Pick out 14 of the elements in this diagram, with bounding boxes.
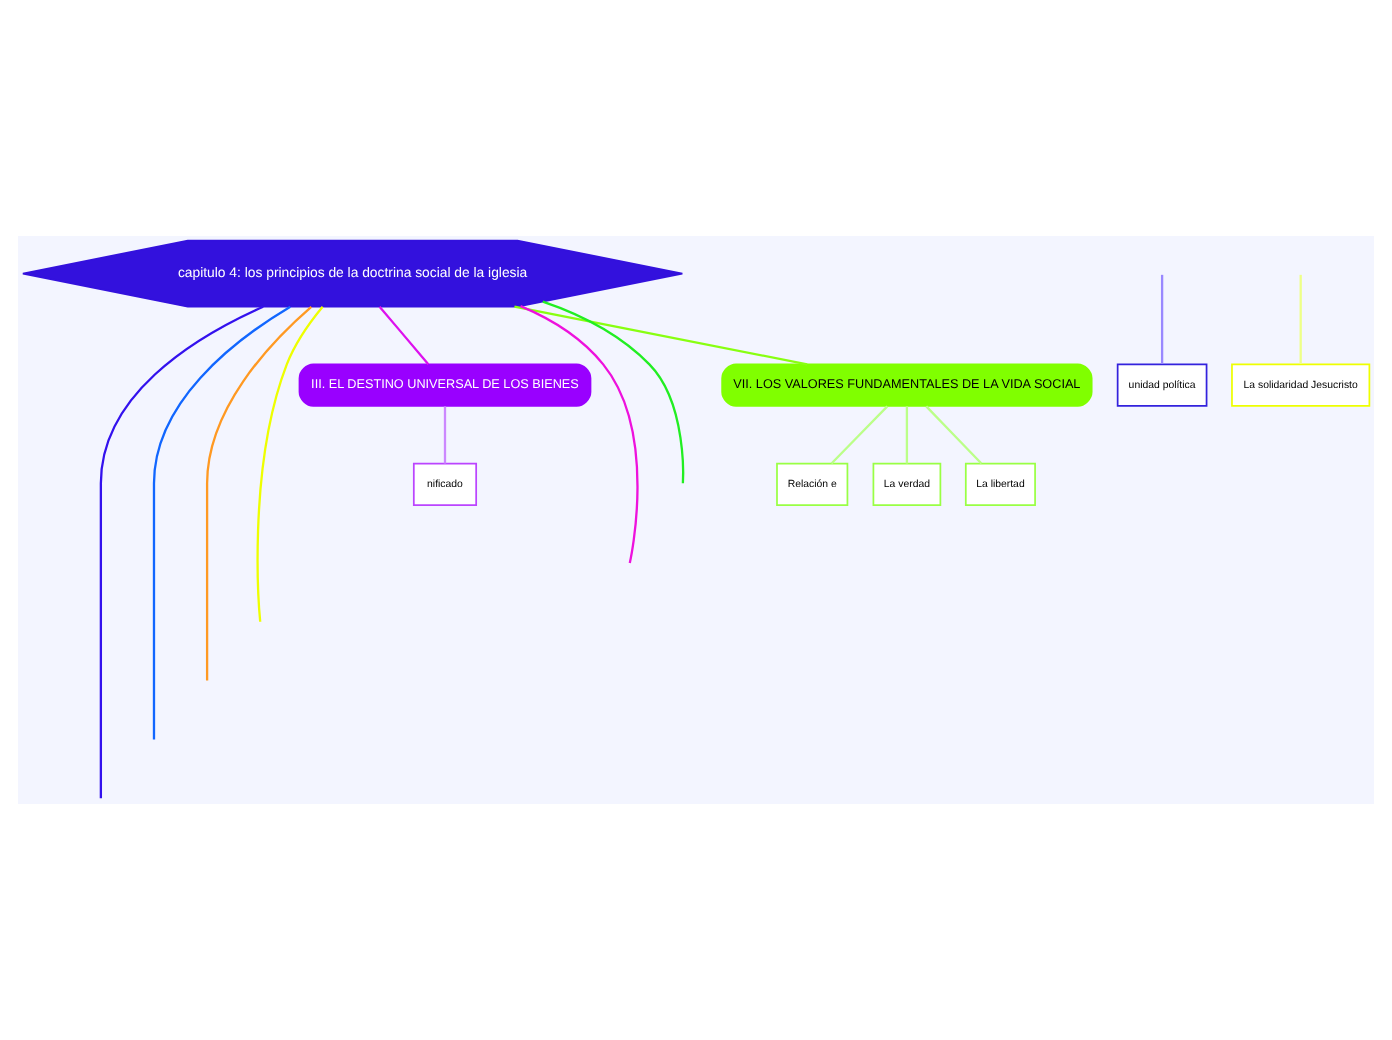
connector: [520, 305, 639, 564]
connector: [99, 305, 264, 799]
connector: [925, 405, 983, 465]
connector: [514, 305, 808, 366]
connector: [542, 300, 685, 484]
connector: [1299, 274, 1302, 364]
connector: [905, 406, 909, 464]
connector: [256, 305, 324, 622]
connector: [152, 305, 291, 740]
connector: [378, 305, 430, 365]
connector: [830, 405, 889, 465]
connector: [205, 305, 313, 681]
connector: [1160, 274, 1164, 364]
connector: [443, 406, 447, 464]
